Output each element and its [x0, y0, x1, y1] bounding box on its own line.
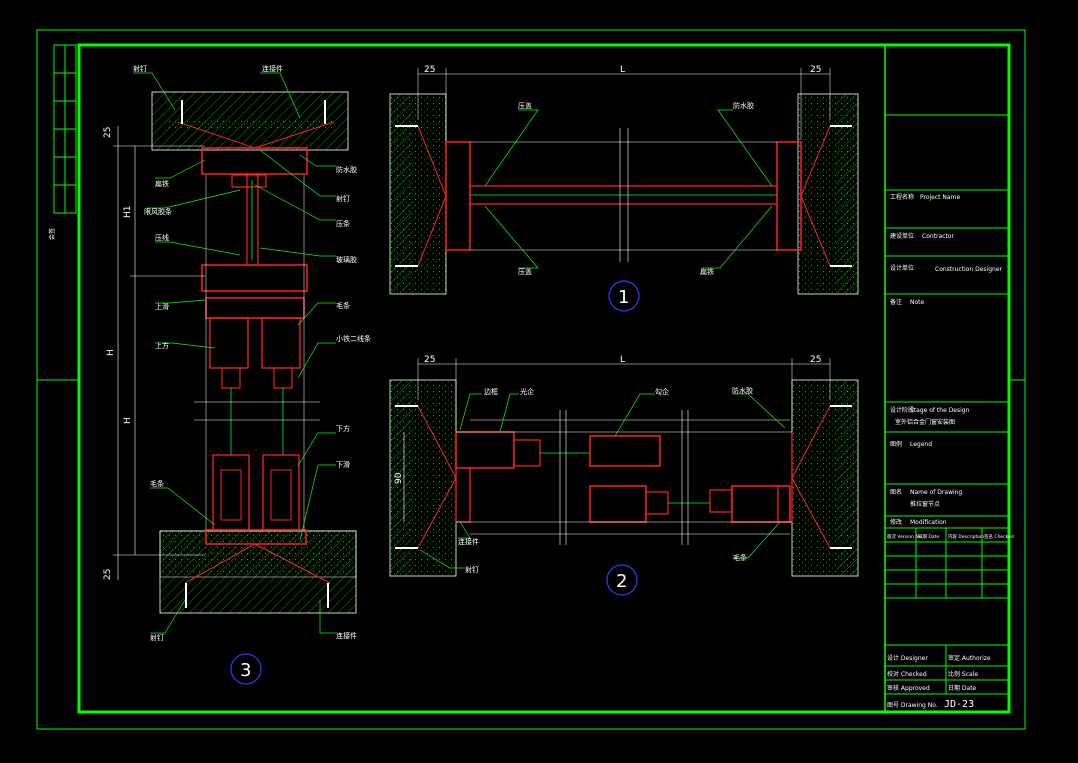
tb-mod-h2: 内容 Description [948, 533, 984, 540]
tb-sign-1-1: 比例 Scale [948, 670, 978, 678]
tb-name-cn: 图名 [890, 488, 902, 496]
tb-project-cn: 工程名称 [890, 193, 914, 201]
title-block: 工程名称 Project Name 建设单位 Contractor 设计单位 C… [884, 45, 1014, 712]
s3-label-3: 限风胶条 [144, 207, 172, 216]
tb-name-en: Name of Drawing [910, 489, 962, 496]
margin-label: 会签 [48, 228, 56, 240]
tb-mod-en: Modification [910, 519, 947, 526]
tb-name-value: 推拉窗节点 [910, 500, 940, 508]
tb-mod-h0: 版次 Version No. [887, 533, 923, 540]
tb-mod-cn: 修改 [890, 518, 902, 526]
dim-bottom25: 25 [103, 569, 113, 580]
s3-label-12: 玻璃胶 [336, 255, 357, 264]
tb-note-cn: 备注 [890, 298, 902, 306]
dim-h: H [106, 349, 116, 356]
section-3: 25 H1 H H 25 射钉 连接件 扁铁 限风胶 [103, 64, 371, 685]
s2-label-6: 毛条 [733, 553, 747, 562]
s1-label-0: 压盖 [518, 101, 532, 110]
section-2: 25 L 25 90 边框 光企 勾企 防水胶 连接件 射钉 毛条 2 [389, 355, 859, 596]
s3-label-4: 压线 [155, 233, 169, 242]
s2-label-5: 射钉 [465, 565, 479, 574]
s3-label-13: 毛条 [336, 301, 350, 310]
s1-dim-width: L [620, 65, 625, 75]
s1-label-1: 压盖 [518, 267, 532, 276]
tb-sign-1-0: 校对 Checked [887, 670, 927, 678]
tb-sign-0-1: 审定 Authorize [948, 654, 991, 662]
s1-dim-right: 25 [810, 65, 821, 75]
tb-drawing-no: JD-23 [944, 699, 974, 710]
s2-label-4: 连接件 [458, 537, 479, 546]
section-1-number: 1 [618, 287, 629, 308]
tb-legend-en: Legend [910, 441, 932, 448]
section-2-number: 2 [616, 571, 627, 592]
s2-dim-right: 25 [810, 355, 821, 365]
s2-dim-width: L [620, 355, 625, 365]
tb-drawing-no-label: 图号 Drawing No. [887, 702, 938, 709]
section-2-marker [606, 564, 638, 596]
tb-stage-en: Stage of the Design [910, 407, 970, 414]
s3-label-9: 防水胶 [336, 165, 357, 174]
s3-label-17: 连接件 [336, 631, 357, 640]
dim-top25: 25 [103, 127, 113, 138]
s3-label-11: 压条 [336, 219, 350, 228]
s3-label-5: 上滑 [155, 302, 169, 311]
s1-label-3: 扁铁 [700, 267, 714, 276]
dim-h2: H [123, 417, 133, 424]
s3-label-0: 射钉 [133, 64, 147, 73]
s2-label-1: 光企 [520, 387, 534, 396]
tb-mod-h3: 签名 Checked [984, 533, 1014, 540]
s3-label-15: 下方 [336, 424, 350, 433]
s1-dim-left: 25 [424, 65, 435, 75]
s3-label-10: 射钉 [336, 194, 350, 203]
s2-dim-90: 90 [394, 472, 404, 484]
tb-contractor-cn: 建设单位 [890, 232, 914, 240]
tb-sign-2-1: 日期 Date [948, 684, 977, 692]
s2-label-0: 边框 [484, 387, 498, 396]
section-3-number: 3 [240, 660, 251, 681]
s2-dim-left: 25 [424, 355, 435, 365]
tb-designer-en: Construction Designer [935, 266, 1003, 273]
tb-note-en: Note [910, 299, 925, 306]
tb-sign-0-0: 设计 Designer [887, 654, 928, 662]
tb-mod-h1: 日期 Date [918, 534, 939, 540]
s2-label-2: 勾企 [655, 387, 669, 396]
tb-sign-2-0: 审核 Approved [887, 684, 930, 692]
section-3-marker [230, 653, 262, 685]
tb-contractor-en: Contractor [922, 233, 954, 240]
s3-label-6: 上方 [155, 341, 169, 350]
sign-margin: 会签 [48, 44, 77, 240]
s3-label-8: 射钉 [150, 633, 164, 642]
tb-stage-cn: 设计阶段 [890, 406, 914, 414]
s3-label-1: 连接件 [262, 64, 283, 73]
inner-border [77, 43, 1011, 714]
tb-designer-cn: 设计单位 [890, 264, 914, 272]
s3-label-16: 下滑 [336, 460, 350, 469]
tb-project-en: Project Name [920, 194, 960, 201]
s3-label-7: 毛条 [150, 479, 164, 488]
s3-label-14: 小铁二线条 [336, 334, 371, 343]
section-1-marker [608, 280, 640, 312]
s3-label-2: 扁铁 [155, 179, 169, 188]
tb-legend-cn: 图例 [890, 440, 902, 448]
s2-label-3: 防水胶 [732, 386, 753, 395]
section-1: 25 L 25 压盖 压盖 防水胶 扁铁 1 [389, 65, 859, 312]
dim-h1: H1 [123, 206, 133, 219]
s1-label-2: 防水胶 [733, 101, 754, 110]
tb-stage-value: 室外铝合金门窗安装图 [895, 418, 955, 426]
